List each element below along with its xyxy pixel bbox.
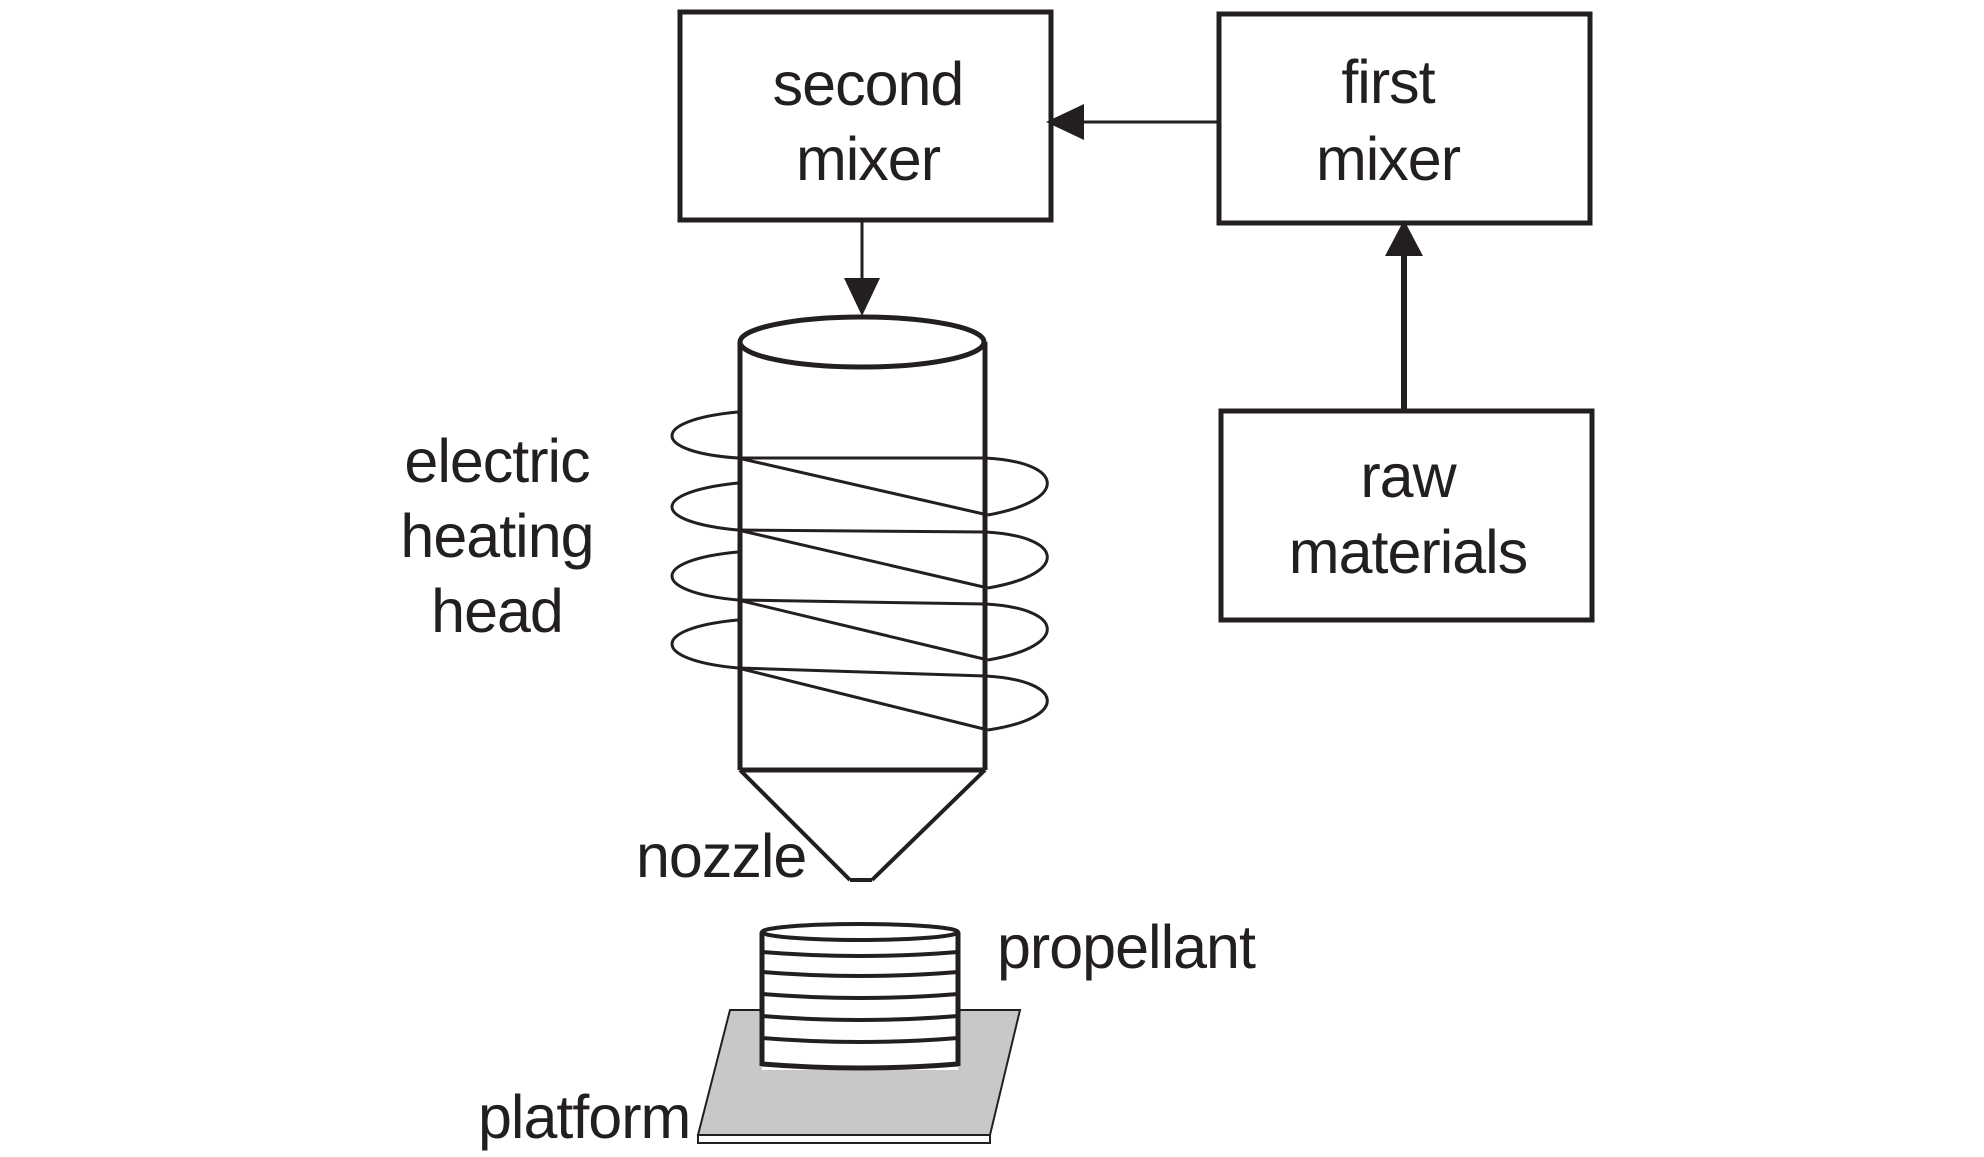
propellant-label: propellant <box>997 913 1256 981</box>
nozzle-cone <box>738 767 987 882</box>
second-mixer-box: second mixer <box>677 9 1054 223</box>
first-mixer-label-line2: mixer <box>1316 125 1461 193</box>
electric-heating-head-label-line1: electric <box>404 427 589 495</box>
raw-materials-label-line2: materials <box>1289 518 1527 586</box>
arrow-second-mixer-to-heating-head <box>844 220 880 316</box>
second-mixer-label-line1: second <box>773 50 964 118</box>
platform-label: platform <box>478 1083 690 1151</box>
heating-coil-front <box>737 456 989 732</box>
arrow-raw-materials-to-first-mixer <box>1385 220 1423 411</box>
nozzle-label: nozzle <box>636 822 806 890</box>
first-mixer-box: first mixer <box>1216 11 1593 226</box>
heating-head-cylinder <box>737 314 988 770</box>
first-mixer-label-line1: first <box>1341 48 1435 116</box>
electric-heating-head-label-line2: heating <box>400 502 593 570</box>
raw-materials-label-line1: raw <box>1360 442 1457 510</box>
arrow-first-to-second-mixer <box>1046 104 1219 140</box>
second-mixer-label-line2: mixer <box>796 125 941 193</box>
raw-materials-box: raw materials <box>1218 408 1595 623</box>
propellant-stack <box>759 922 961 1071</box>
electric-heating-head-label: electric heating head <box>400 427 594 645</box>
heating-coil <box>670 410 1049 732</box>
electric-heating-head-label-line3: head <box>431 577 563 645</box>
